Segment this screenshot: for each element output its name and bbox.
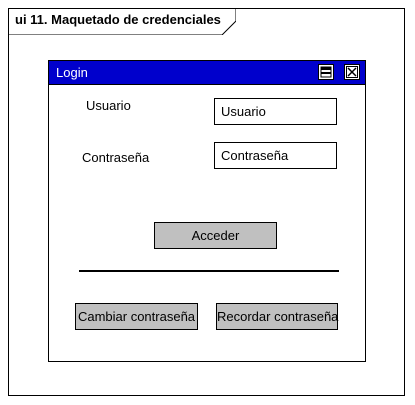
user-input[interactable]: Usuario	[214, 98, 337, 125]
maximize-icon	[320, 66, 332, 78]
password-input[interactable]: Contraseña	[214, 142, 337, 169]
password-label: Contraseña	[82, 150, 150, 165]
window-titlebar[interactable]: Login	[49, 61, 365, 85]
login-button[interactable]: Acceder	[154, 222, 277, 249]
divider	[79, 270, 339, 272]
frame-tab: ui 11. Maquetado de credenciales	[8, 8, 236, 35]
user-label: Usuario	[86, 98, 131, 113]
frame-title: ui 11. Maquetado de credenciales	[15, 12, 221, 27]
diagram-frame	[8, 8, 405, 396]
close-icon	[346, 66, 358, 78]
change-password-button[interactable]: Cambiar contraseña	[75, 303, 198, 330]
maximize-button[interactable]	[318, 64, 334, 80]
recover-password-button[interactable]: Recordar contraseña	[216, 303, 338, 330]
close-button[interactable]	[344, 64, 360, 80]
window-title: Login	[56, 65, 88, 80]
